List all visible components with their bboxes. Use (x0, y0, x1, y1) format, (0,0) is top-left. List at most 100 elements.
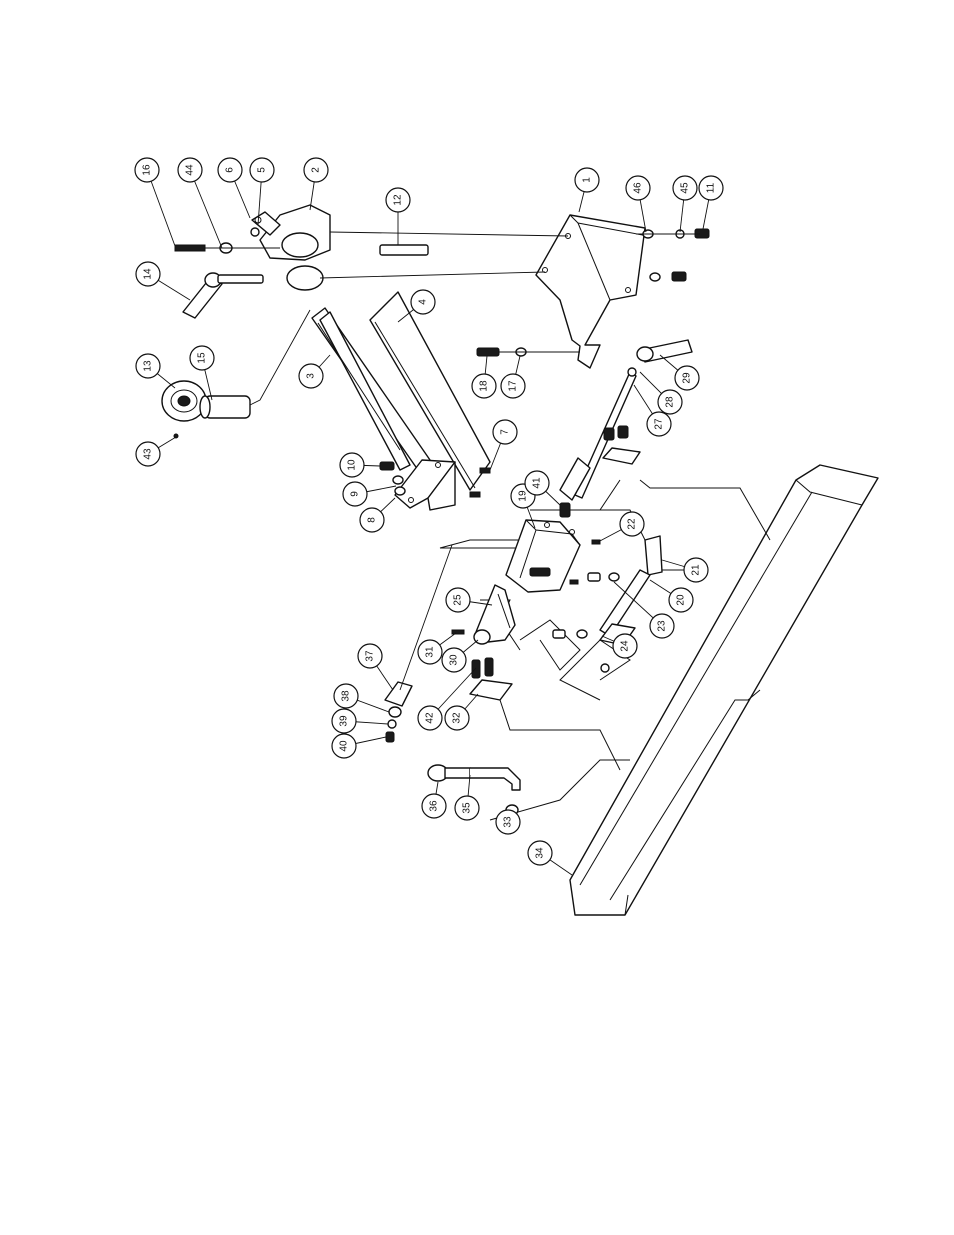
callout-label-42: 42 (425, 712, 436, 724)
callout-15: 15 (189, 345, 215, 371)
callout-7: 7 (492, 419, 518, 445)
callout-43: 43 (135, 441, 161, 467)
callout-label-31: 31 (425, 646, 436, 658)
callout-10: 10 (339, 452, 365, 478)
callout-46: 46 (625, 175, 651, 201)
callout-5: 5 (249, 157, 275, 183)
callout-44: 44 (177, 157, 203, 183)
callout-label-24: 24 (620, 640, 631, 652)
callout-1: 1 (574, 167, 600, 193)
callout-label-3: 3 (306, 373, 317, 379)
callout-label-11: 11 (706, 182, 717, 193)
callout-label-20: 20 (676, 594, 687, 606)
callout-label-17: 17 (508, 380, 519, 392)
part-2-lock-housing (251, 204, 331, 291)
callout-33: 33 (495, 809, 521, 835)
callout-label-6: 6 (225, 167, 236, 173)
part-7-block (379, 459, 491, 511)
part-32-bracket (469, 657, 513, 701)
callout-label-10: 10 (347, 459, 358, 471)
callout-18: 18 (471, 373, 497, 399)
callout-41: 41 (524, 470, 550, 496)
callout-21: 21 (683, 557, 709, 583)
callout-label-9: 9 (350, 491, 361, 497)
callout-label-43: 43 (143, 448, 154, 460)
callout-9: 9 (342, 481, 368, 507)
part-1-main-plate (535, 214, 649, 369)
part-14-lever (182, 272, 264, 319)
callout-label-45: 45 (680, 182, 691, 194)
part-11-45-46-fasteners (636, 228, 710, 282)
callout-31: 31 (417, 639, 443, 665)
part-15-cylinder (199, 309, 311, 419)
callout-label-12: 12 (393, 194, 404, 206)
callout-24: 24 (612, 633, 638, 659)
callout-17: 17 (500, 373, 526, 399)
callout-8: 8 (359, 507, 385, 533)
callout-label-44: 44 (185, 164, 196, 176)
callout-29: 29 (674, 365, 700, 391)
part-35-handle (427, 764, 521, 816)
callout-20: 20 (668, 587, 694, 613)
callout-14: 14 (135, 261, 161, 287)
callout-label-19: 19 (518, 490, 529, 502)
callout-28: 28 (657, 389, 683, 415)
callout-6: 6 (217, 157, 243, 183)
callout-label-29: 29 (682, 372, 693, 384)
part-43-screw (173, 433, 179, 439)
callout-label-8: 8 (367, 517, 378, 523)
callout-label-28: 28 (665, 396, 676, 408)
callout-36: 36 (421, 793, 447, 819)
part-25-arm (473, 584, 516, 645)
part-20-21-bracket (599, 425, 663, 673)
callout-25: 25 (445, 587, 471, 613)
part-23-24-fasteners (552, 572, 620, 639)
callout-label-13: 13 (143, 360, 154, 372)
callout-3: 3 (298, 363, 324, 389)
callout-label-23: 23 (657, 620, 668, 632)
callout-12: 12 (385, 187, 411, 213)
callout-label-25: 25 (453, 594, 464, 606)
callout-label-39: 39 (339, 715, 350, 727)
callout-label-1: 1 (582, 177, 593, 183)
part-19-guide-block (505, 457, 601, 593)
callout-2: 2 (303, 157, 329, 183)
callout-16: 16 (134, 157, 160, 183)
part-3-rack (311, 307, 431, 471)
callout-38: 38 (333, 683, 359, 709)
callout-label-34: 34 (535, 847, 546, 859)
callout-32: 32 (444, 705, 470, 731)
leader-line-16 (146, 169, 176, 247)
callout-22: 22 (619, 511, 645, 537)
callout-label-41: 41 (532, 477, 543, 489)
callout-label-15: 15 (197, 352, 208, 364)
callout-label-46: 46 (633, 182, 644, 194)
part-37-bracket (384, 544, 453, 743)
callout-label-7: 7 (500, 429, 511, 435)
callout-label-40: 40 (339, 740, 350, 752)
leader-line-44 (189, 169, 223, 249)
callout-label-14: 14 (143, 268, 154, 280)
callout-40: 40 (331, 733, 357, 759)
part-17-18-fasteners (476, 347, 580, 357)
part-12-shaft (319, 231, 569, 279)
part-31-pin (451, 629, 465, 635)
callout-27: 27 (646, 411, 672, 437)
part-4-fence-plate (369, 291, 491, 491)
callout-11: 11 (698, 175, 724, 201)
callout-35: 35 (454, 795, 480, 821)
part-13-knob (161, 380, 207, 422)
part-34-rear-support (569, 464, 879, 916)
callout-balloons: 1234567891011121314151617181920212223242… (134, 157, 724, 876)
callout-39: 39 (331, 708, 357, 734)
callout-label-35: 35 (462, 802, 473, 814)
callout-34: 34 (527, 840, 553, 866)
callout-label-21: 21 (691, 564, 702, 576)
callout-13: 13 (135, 353, 161, 379)
callout-label-5: 5 (257, 167, 268, 173)
part-16-44-fasteners (174, 227, 280, 254)
callout-label-30: 30 (449, 654, 460, 666)
callout-30: 30 (441, 647, 467, 673)
callout-42: 42 (417, 705, 443, 731)
